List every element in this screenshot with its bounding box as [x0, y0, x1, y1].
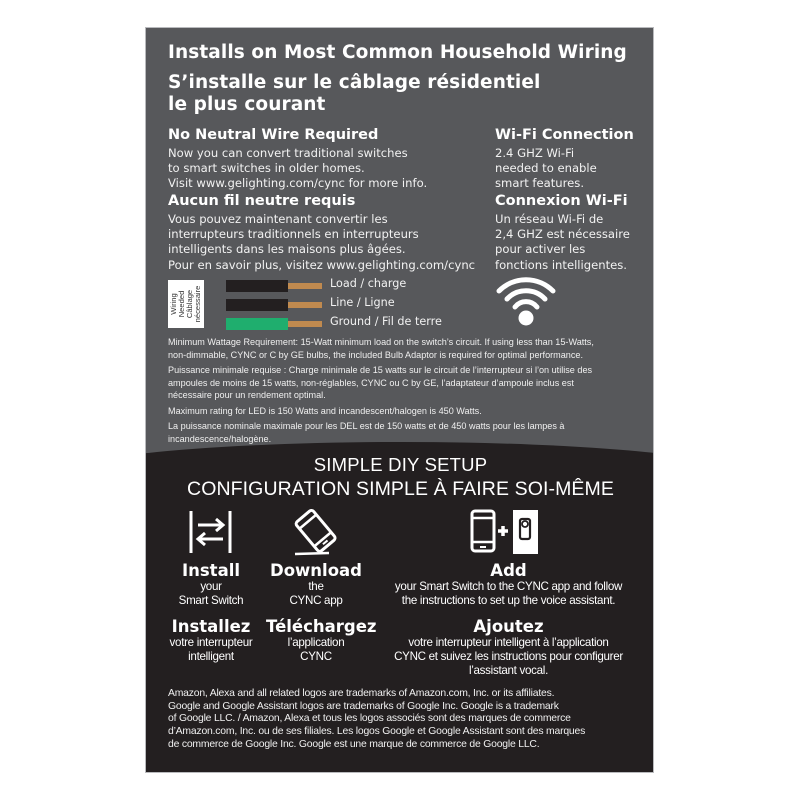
step-text-line: votre interrupteur [169, 636, 253, 649]
step-text-line: your Smart Switch to the CYNC app and fo… [394, 580, 623, 593]
neutral-heading-fr: Aucun fil neutre requis [168, 193, 356, 209]
step-text-line: Smart Switch [178, 594, 244, 607]
legal-line: d’Amazon.com, Inc. ou de ses filiales. L… [168, 726, 586, 738]
neutral-body-fr-line: Vous pouvez maintenant convertir les [168, 212, 388, 226]
min-wattage-en: Minimum Wattage Requirement: 15-Watt min… [168, 336, 648, 361]
title-fr-line2: le plus courant [168, 94, 326, 115]
title-en: Installs on Most Common Household Wiring [168, 42, 627, 63]
step-title-fr: Téléchargez [266, 617, 377, 636]
wifi-icon [496, 277, 556, 326]
fine-print-line: La puissance nominale maximale pour les … [168, 421, 565, 431]
fine-print-line: Minimum Wattage Requirement: 15-Watt min… [168, 337, 594, 347]
wifi-body-en-line: 2.4 GHZ Wi-Fi [495, 146, 575, 160]
neutral-heading-en: No Neutral Wire Required [168, 127, 379, 143]
min-wattage-fr: Puissance minimale requise : Charge mini… [168, 364, 648, 402]
wifi-heading-fr: Connexion Wi-Fi [495, 193, 628, 209]
step-text-line: l’assistant vocal. [468, 664, 548, 677]
packaging-panel: Installs on Most Common Household Wiring… [145, 27, 654, 773]
neutral-body-en-line: Now you can convert traditional switches [168, 146, 408, 160]
wifi-body-fr-line: 2,4 GHZ est nécessaire [495, 227, 630, 242]
wifi-body-en-line: smart features. [495, 176, 585, 191]
wifi-body-fr-line: pour activer les [495, 242, 586, 257]
wifi-body-en-line: needed to enable [495, 161, 597, 176]
step-add-fr: Ajoutez votre interrupteur intelligent à… [376, 618, 641, 678]
step-install-fr: Installez votre interrupteur intelligent [166, 618, 256, 664]
install-switch-icon [189, 511, 232, 553]
wire-copper-tip [288, 321, 322, 327]
setup-title-fr: CONFIGURATION SIMPLE À FAIRE SOI-MÊME [187, 478, 614, 500]
step-title-en: Add [490, 561, 527, 580]
step-text-line: CYNC et suivez les instructions pour con… [394, 650, 623, 663]
neutral-body-fr-line: Pour en savoir plus, visitez www.gelight… [168, 257, 476, 272]
step-text-line: your [200, 580, 222, 593]
step-download-fr: Téléchargez l’application CYNC [266, 617, 377, 664]
fine-print-line: incandescence/halogène. [168, 433, 272, 444]
neutral-body-en-line: to smart switches in older homes. [168, 161, 365, 176]
wifi-heading-en: Wi-Fi Connection [495, 127, 634, 143]
step-install: Install your Smart Switch [166, 562, 256, 608]
wifi-body-en: 2.4 GHZ Wi-Fi needed to enable smart fea… [495, 146, 597, 192]
step-title-en: Install [181, 561, 241, 580]
step-download: Download the CYNC app [266, 562, 366, 608]
title-fr-line1: S’installe sur le câblage résidentiel [168, 72, 541, 93]
wire-label: Line / Ligne [330, 296, 395, 309]
wire-insulation-black [226, 280, 288, 292]
legal-line: Amazon, Alexa and all related logos are … [168, 688, 555, 699]
wiring-label-line: nécessaire [193, 285, 202, 323]
step-title-en: Download [270, 561, 362, 580]
neutral-body-en: Now you can convert traditional switches… [168, 146, 427, 192]
fine-print-line: Puissance minimale requise : Charge mini… [168, 365, 593, 375]
wiring-needed-label: Wiring Needed Câblage nécessaire [168, 280, 204, 328]
max-rating-fr: La puissance nominale maximale pour les … [168, 420, 648, 445]
wire-label: Load / charge [330, 277, 407, 290]
legal-line: de commerce de Google Inc. Google est un… [168, 738, 540, 750]
fine-print-line: ampoules de moins de 15 watts, non-régla… [168, 377, 574, 388]
fine-print-line: non-dimmable, CYNC or C by GE bulbs, the… [168, 349, 583, 360]
wire-insulation-black [226, 299, 288, 311]
step-title-fr: Ajoutez [473, 617, 544, 636]
step-text-line: l’application [287, 636, 345, 649]
wire-label: Ground / Fil de terre [330, 315, 442, 328]
fine-print-line: nécessaire pour un rendement optimal. [168, 390, 326, 401]
step-text-line: votre interrupteur intelligent à l’appli… [408, 636, 609, 649]
neutral-body-fr-line: intelligents dans les maisons plus âgées… [168, 242, 406, 257]
max-rating-en: Maximum rating for LED is 150 Watts and … [168, 406, 482, 416]
step-text-line: CYNC [300, 650, 332, 663]
neutral-body-fr: Vous pouvez maintenant convertir les int… [168, 212, 475, 273]
step-text-line: CYNC app [289, 594, 343, 607]
neutral-body-fr-line: interrupteurs traditionnels en interrupt… [168, 227, 419, 242]
trademark-notice: Amazon, Alexa and all related logos are … [168, 688, 638, 752]
legal-line: Google and Google Assistant logos are tr… [168, 700, 559, 712]
legal-line: of Google LLC. / Amazon, Alexa et tous l… [168, 713, 571, 725]
step-add: Add your Smart Switch to the CYNC app an… [376, 562, 641, 608]
neutral-body-en-line: Visit www.gelighting.com/cync for more i… [168, 176, 428, 191]
step-title-fr: Installez [171, 617, 251, 636]
wire-copper-tip [288, 283, 322, 289]
phone-plus-switch-icon [470, 509, 538, 554]
step-text-line: the instructions to set up the voice ass… [401, 594, 616, 607]
wifi-body-fr-line: fonctions intelligentes. [495, 257, 627, 272]
step-text-line: intelligent [188, 650, 234, 663]
wifi-body-fr-line: Un réseau Wi-Fi de [495, 212, 604, 226]
setup-title-en: SIMPLE DIY SETUP [313, 454, 488, 475]
wire-copper-tip [288, 302, 322, 308]
step-text-line: the [308, 580, 324, 593]
wifi-body-fr: Un réseau Wi-Fi de 2,4 GHZ est nécessair… [495, 212, 630, 273]
download-phone-icon [294, 509, 337, 556]
wire-insulation-green [226, 318, 288, 330]
